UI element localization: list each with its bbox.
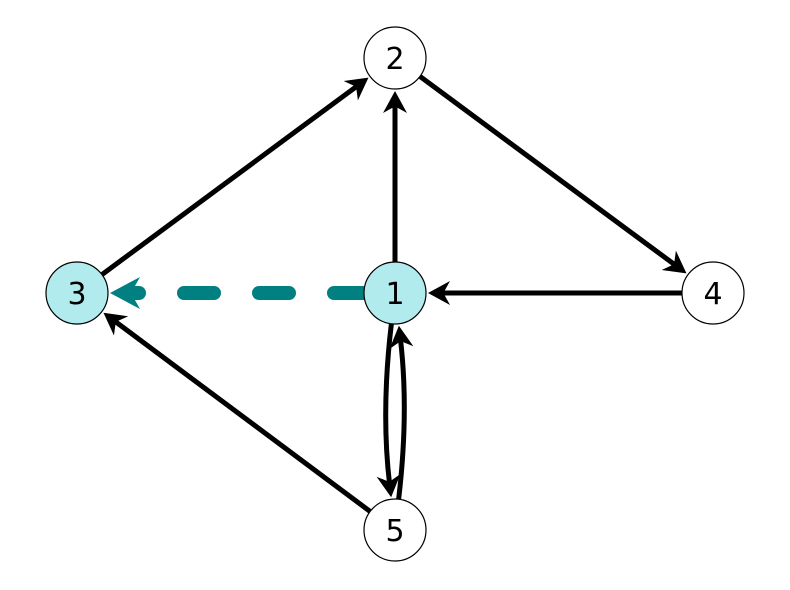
node-3-circle: [45, 261, 109, 325]
edge-1-to-3-arrowhead: [110, 277, 140, 309]
node-5-circle: [363, 498, 427, 562]
edge-5-to-3-arrowhead: [103, 312, 129, 336]
edge-2-to-4: [418, 74, 678, 268]
node-5-label: 5: [385, 514, 404, 549]
node-2[interactable]: 2: [363, 26, 427, 90]
edge-2-to-4-arrowhead: [661, 250, 687, 274]
node-2-circle: [363, 26, 427, 90]
edge-3-to-2-arrowhead: [343, 77, 369, 101]
edge-1-to-2-arrowhead: [383, 91, 407, 113]
node-5[interactable]: 5: [363, 498, 427, 562]
edge-1-to-5: [383, 323, 394, 485]
edge-5-to-3: [112, 318, 372, 514]
edge-1-to-5-arrowhead: [376, 473, 401, 498]
node-1[interactable]: 1: [363, 261, 427, 325]
node-3[interactable]: 3: [45, 261, 109, 325]
node-1-label: 1: [385, 277, 404, 312]
node-3-label: 3: [67, 277, 86, 312]
node-2-label: 2: [385, 42, 404, 77]
node-4-label: 4: [703, 277, 722, 312]
node-4-circle: [681, 261, 745, 325]
node-1-circle: [363, 261, 427, 325]
edge-5-to-1-arrowhead: [389, 325, 414, 350]
edge-5-to-1: [396, 338, 407, 500]
node-4[interactable]: 4: [681, 261, 745, 325]
edge-4-to-1-arrowhead: [428, 281, 450, 305]
edges-layer: [100, 74, 687, 514]
nodes-layer: 1 2 3 4 5: [45, 26, 745, 562]
edge-3-to-2: [100, 83, 360, 277]
